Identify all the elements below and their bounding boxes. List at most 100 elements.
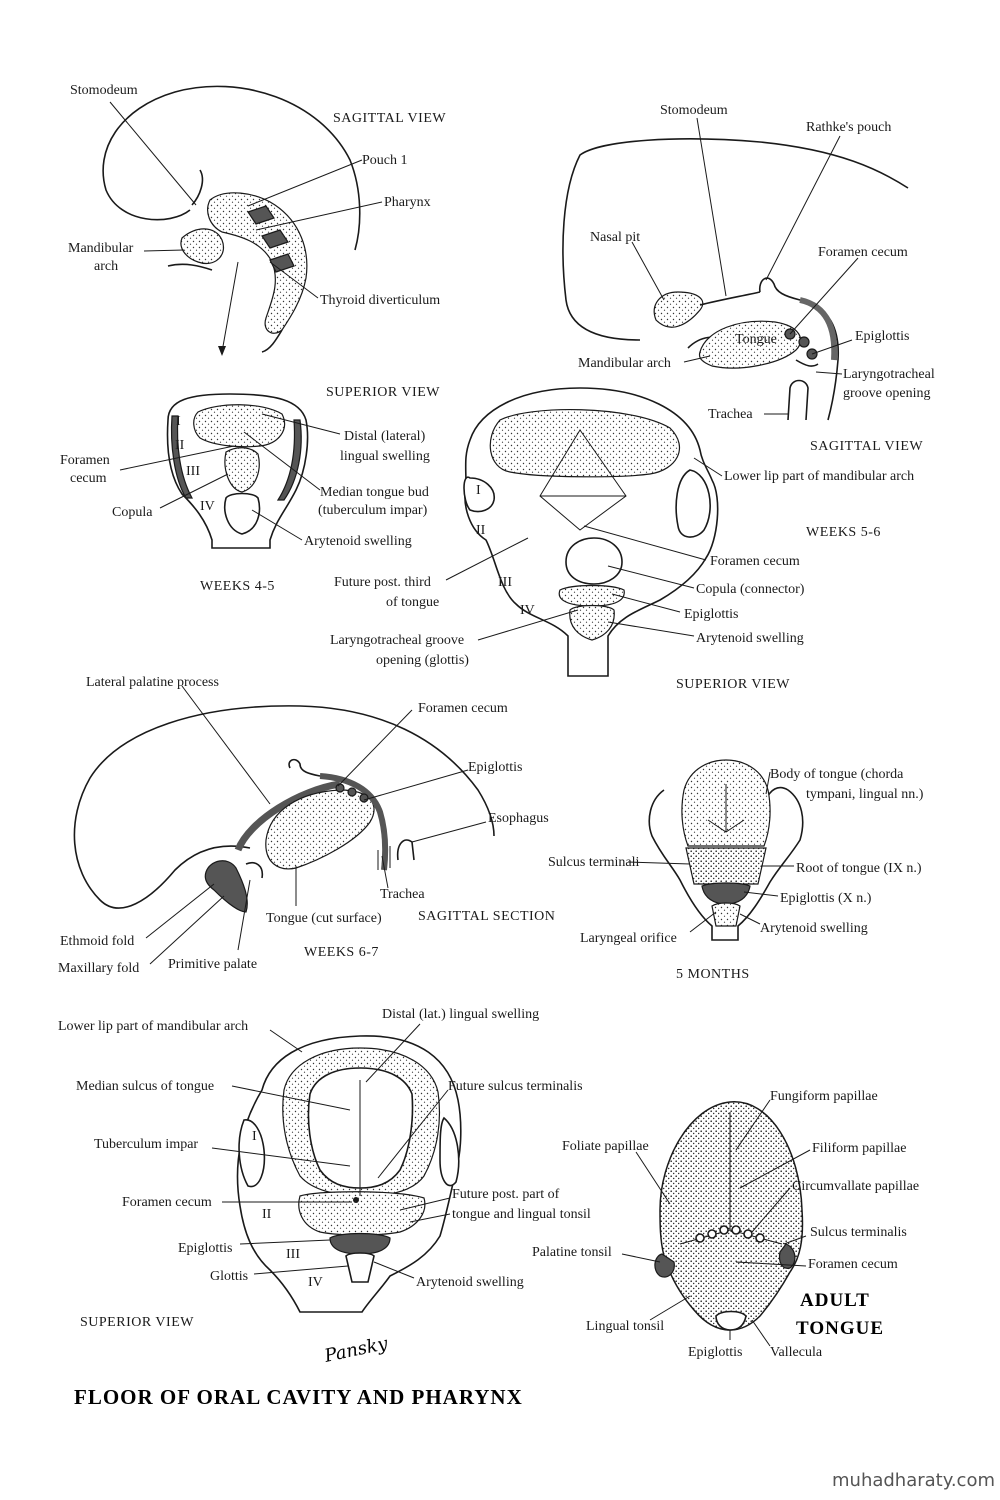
roman-ii-w45: II <box>175 438 185 453</box>
esophagus-w67 <box>398 840 414 860</box>
label-maxillary-fold: Maxillary fold <box>58 961 139 976</box>
label-laryngotracheal-w56-2: opening (glottis) <box>376 653 469 668</box>
label-epiglottis-sup: Epiglottis <box>178 1241 232 1256</box>
label-lower-lip-w56: Lower lip part of mandibular arch <box>724 469 914 484</box>
panel-superior-late: I II III IV Lower lip part of mandibular… <box>58 1007 591 1330</box>
label-future-post-sup-2: tongue and lingual tonsil <box>452 1207 591 1222</box>
label-laryngotracheal-1: Laryngotracheal <box>843 367 935 382</box>
label-epiglottis-w67: Epiglottis <box>468 760 522 775</box>
caption-superior-view-sup: SUPERIOR VIEW <box>80 1315 194 1330</box>
rathke-pouch <box>760 278 800 300</box>
panel-sagittal-early: Stomodeum SAGITTAL VIEW Pouch 1 Pharynx … <box>68 83 446 356</box>
epiglottis-w56 <box>559 586 624 607</box>
label-sulcus-terminalis: Sulcus terminalis <box>810 1225 907 1240</box>
foramen-pit-w67 <box>289 760 320 776</box>
panel-5-months: Body of tongue (chorda tympani, lingual … <box>548 760 924 982</box>
label-tuberculum-impar: Tuberculum impar <box>94 1137 198 1152</box>
label-distal-w45-2: lingual swelling <box>340 449 430 464</box>
label-stomodeum: Stomodeum <box>70 83 138 98</box>
label-future-post-2: of tongue <box>386 595 439 610</box>
label-palatine-tonsil: Palatine tonsil <box>532 1245 612 1260</box>
label-vallecula: Vallecula <box>770 1345 823 1360</box>
glottis-sup <box>346 1253 374 1282</box>
label-future-post-sup-1: Future post. part of <box>452 1187 560 1202</box>
label-foramen-w45-2: cecum <box>70 471 107 486</box>
adult-title-line-1: ADULT <box>800 1290 870 1311</box>
label-epiglottis-2: Epiglottis <box>855 329 909 344</box>
caption-5-months: 5 MONTHS <box>676 967 750 982</box>
label-pouch-1: Pouch 1 <box>362 153 408 168</box>
label-foramen-w56: Foramen cecum <box>710 554 800 569</box>
label-foliate: Foliate papillae <box>562 1139 649 1154</box>
roman-ii-w56: II <box>476 523 486 538</box>
tongue-root-5m <box>686 848 766 884</box>
roman-i-w45: I <box>176 414 181 429</box>
caption-sagittal-view: SAGITTAL VIEW <box>333 111 446 126</box>
label-tongue: Tongue <box>735 332 777 347</box>
arytenoid-5m <box>712 903 740 926</box>
label-mandibular: Mandibular <box>68 241 134 256</box>
roman-iii-w56: III <box>498 575 512 590</box>
label-distal-sup: Distal (lat.) lingual swelling <box>382 1007 539 1022</box>
label-foramen-cecum-2: Foramen cecum <box>818 245 908 260</box>
label-ethmoid-fold: Ethmoid fold <box>60 934 134 949</box>
caption-weeks-6-7: WEEKS 6-7 <box>304 945 379 960</box>
label-thyroid-diverticulum: Thyroid diverticulum <box>320 293 440 308</box>
distal-swelling-w56 <box>490 410 679 477</box>
label-arytenoid-sup: Arytenoid swelling <box>416 1275 524 1290</box>
panel-weeks-6-7: Lateral palatine process Foramen cecum E… <box>58 675 555 976</box>
label-arch: arch <box>94 259 118 274</box>
caption-weeks-5-6: WEEKS 5-6 <box>806 525 881 540</box>
label-trachea-w67: Trachea <box>380 887 425 902</box>
roman-i-w56: I <box>476 483 481 498</box>
site-watermark: muhadharaty.com <box>832 1470 995 1491</box>
label-rathkes-pouch: Rathke's pouch <box>806 120 891 135</box>
label-distal-w45-1: Distal (lateral) <box>344 429 426 444</box>
label-epiglottis-w56: Epiglottis <box>684 607 738 622</box>
label-epiglottis-adult: Epiglottis <box>688 1345 742 1360</box>
label-copula-w45: Copula <box>112 505 153 520</box>
label-median-bud-1: Median tongue bud <box>320 485 429 500</box>
label-glottis: Glottis <box>210 1269 248 1284</box>
label-tongue-cut: Tongue (cut surface) <box>266 911 382 926</box>
label-sulcus-terminali: Sulcus terminali <box>548 855 639 870</box>
label-body-of-tongue-1: Body of tongue (chorda <box>770 767 904 782</box>
label-mandibular-arch-2: Mandibular arch <box>578 356 671 371</box>
figure-title: FLOOR OF ORAL CAVITY AND PHARYNX <box>74 1385 523 1409</box>
pharyngeal-wall <box>800 300 838 420</box>
label-root-of-tongue: Root of tongue (IX n.) <box>796 861 922 876</box>
label-arytenoid-w45: Arytenoid swelling <box>304 534 412 549</box>
label-future-sulcus: Future sulcus terminalis <box>448 1079 583 1094</box>
caption-sagittal-view-2: SAGITTAL VIEW <box>810 439 923 454</box>
label-body-of-tongue-2: tympani, lingual nn.) <box>806 787 924 802</box>
label-fungiform: Fungiform papillae <box>770 1089 878 1104</box>
label-foramen-sup: Foramen cecum <box>122 1195 212 1210</box>
roman-iii-w45: III <box>186 464 200 479</box>
adult-title-line-2: TONGUE <box>796 1318 884 1339</box>
label-median-bud-2: (tuberculum impar) <box>318 503 428 518</box>
roman-iii-sup: III <box>286 1247 300 1262</box>
pharyngeal-wall-thick <box>800 300 834 360</box>
label-filiform: Filiform papillae <box>812 1141 906 1156</box>
label-trachea-2: Trachea <box>708 407 753 422</box>
label-future-post-1: Future post. third <box>334 575 431 590</box>
nasal-pit <box>654 292 703 327</box>
caption-sagittal-section: SAGITTAL SECTION <box>418 909 555 924</box>
label-esophagus: Esophagus <box>488 811 549 826</box>
label-laryngeal-orifice: Laryngeal orifice <box>580 931 677 946</box>
roman-iv-sup: IV <box>308 1275 323 1290</box>
adult-tongue-shape <box>660 1102 803 1330</box>
label-foramen-w67: Foramen cecum <box>418 701 508 716</box>
panel-adult-tongue: Fungiform papillae Foliate papillae Fili… <box>532 1089 919 1360</box>
roman-iv-w45: IV <box>200 499 215 514</box>
roman-i-sup: I <box>252 1129 257 1144</box>
stomodeum-roof <box>700 292 760 305</box>
epiglottis-shape <box>796 360 818 366</box>
label-circumvallate: Circumvallate papillae <box>792 1179 919 1194</box>
roman-ii-sup: II <box>262 1207 272 1222</box>
sagittal-arrow <box>222 262 238 352</box>
label-epiglottis-5m: Epiglottis (X n.) <box>780 891 872 906</box>
mandibular-arch-shape <box>181 229 224 264</box>
caption-superior-view-w56: SUPERIOR VIEW <box>676 677 790 692</box>
